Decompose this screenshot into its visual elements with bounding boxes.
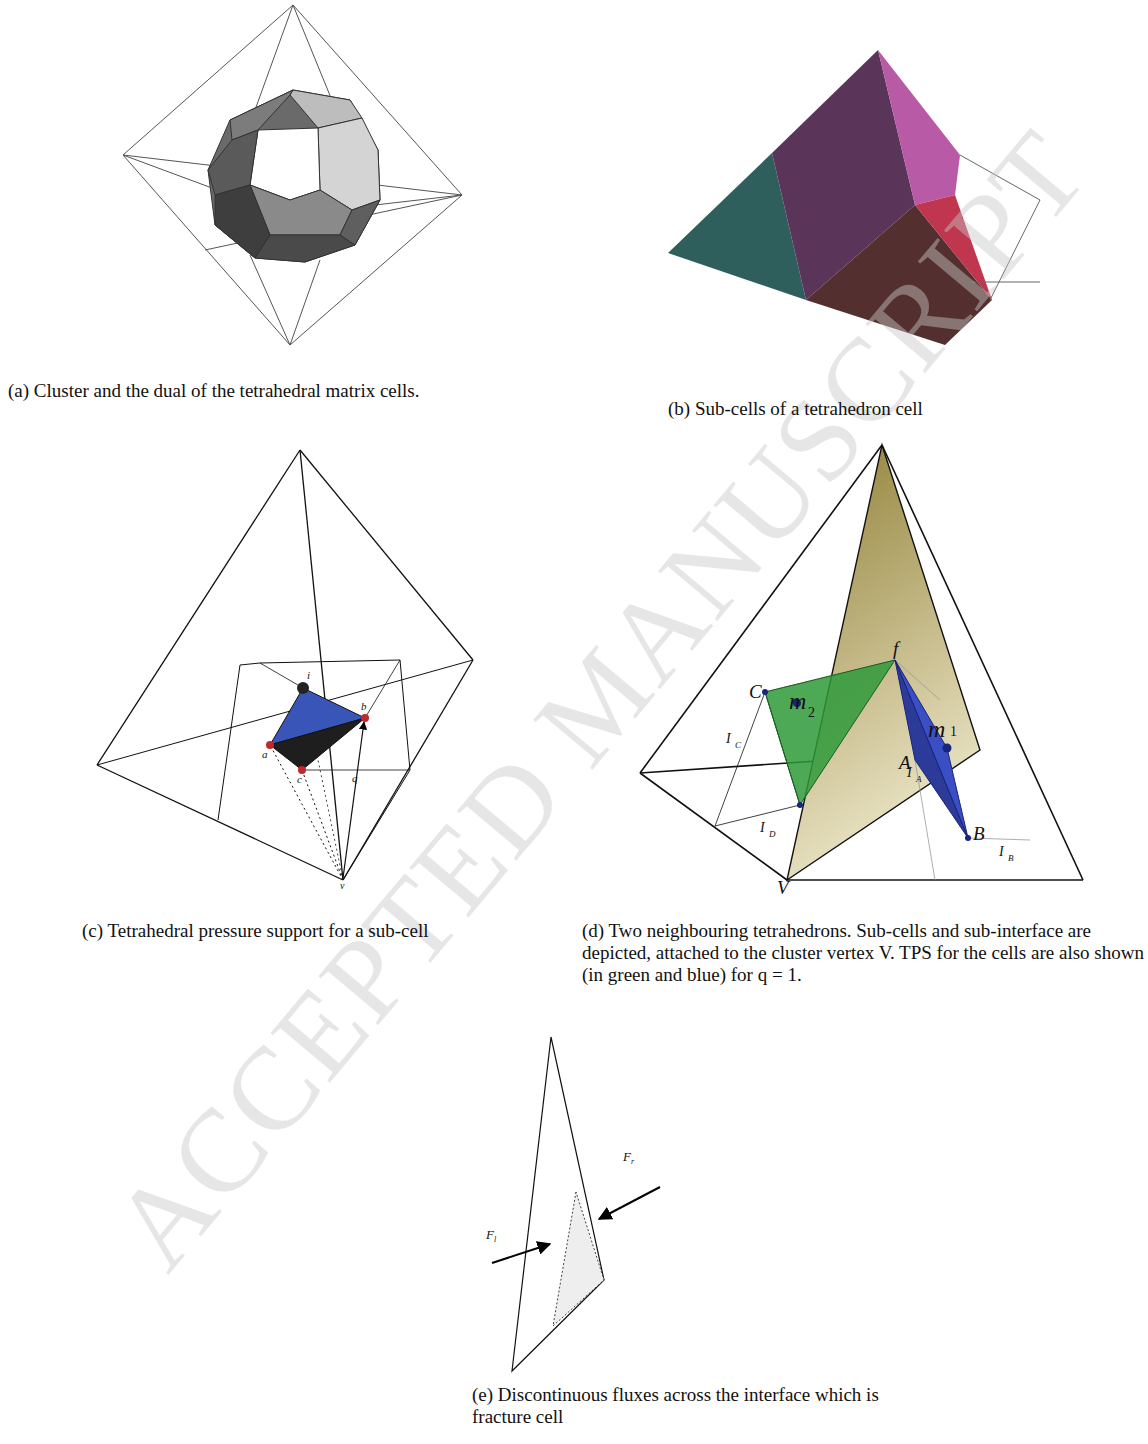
subscript: D xyxy=(769,829,776,839)
point-label: m xyxy=(928,716,945,744)
caption: (c) Tetrahedral pressure support for a s… xyxy=(82,920,552,942)
subscript: 1 xyxy=(950,724,957,740)
point-label: a xyxy=(262,748,268,761)
cluster-figure xyxy=(123,5,462,345)
point-label: m xyxy=(789,688,806,716)
flux-label: F xyxy=(486,1228,494,1243)
subscript: C xyxy=(735,740,741,750)
interface-label: I xyxy=(726,731,731,747)
caption: (e) Discontinuous fluxes across the inte… xyxy=(472,1384,892,1428)
point-label: i xyxy=(307,669,310,682)
point-label: q xyxy=(352,772,358,785)
subscript: B xyxy=(1008,853,1014,863)
point-label: v xyxy=(340,880,344,892)
point-label: f xyxy=(893,638,898,660)
point-label: B xyxy=(973,823,985,845)
point-label: c xyxy=(297,773,302,786)
flux-label: F xyxy=(623,1150,631,1165)
subscript: r xyxy=(631,1157,634,1166)
caption: (b) Sub-cells of a tetrahedron cell xyxy=(668,398,1138,420)
fracture-figure xyxy=(492,1037,660,1371)
subscript: A xyxy=(916,774,922,784)
point-label: V xyxy=(777,877,789,899)
subscript: 2 xyxy=(808,705,815,721)
interface-label: I xyxy=(999,844,1004,860)
point-label: b xyxy=(361,700,367,713)
caption: (a) Cluster and the dual of the tetrahed… xyxy=(8,380,478,402)
point-label: C xyxy=(749,681,762,703)
dual-cell-ball xyxy=(208,90,380,262)
interface-label: I xyxy=(760,820,765,836)
interface-label: I xyxy=(907,765,912,781)
subscript: l xyxy=(494,1235,496,1244)
caption: (d) Two neighbouring tetrahedrons. Sub-c… xyxy=(582,920,1148,986)
